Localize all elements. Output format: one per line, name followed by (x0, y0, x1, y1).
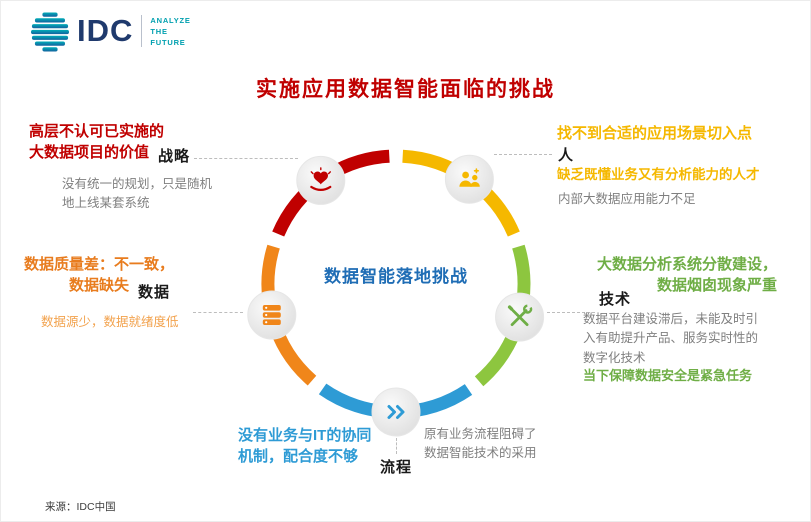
page-title: 实施应用数据智能面临的挑战 (256, 78, 555, 101)
database-icon (262, 305, 281, 325)
technology-note: 数据平台建设滞后，未能及时引 入有助提升产品、服务实时性的 数字化技术 (583, 312, 759, 365)
idc-logo: IDC ANALYZE THE FUTURE (29, 11, 191, 53)
people-label: 人 (558, 147, 575, 164)
people-network-icon (459, 168, 480, 187)
strategy-label: 战略 (158, 148, 191, 165)
technology-connector-line (547, 312, 595, 313)
data-sub: 数据源少，数据就绪度低 (41, 315, 179, 329)
people-sub: 缺乏既懂业务又有分析能力的人才 (557, 167, 760, 182)
process-connector-line (396, 438, 397, 454)
node-technology (495, 292, 545, 342)
process-label: 流程 (380, 459, 413, 476)
double-chevron-icon (387, 405, 405, 419)
globe-icon (31, 12, 69, 52)
technology-headline: 大数据分析系统分散建设， 数据烟囱现象严重 (596, 256, 777, 295)
node-data (247, 290, 297, 340)
people-note: 内部大数据应用能力不足 (558, 192, 696, 206)
process-headline: 没有业务与IT的协同 机制，配合度不够 (238, 427, 372, 466)
logo-tagline: ANALYZE THE FUTURE (150, 16, 191, 47)
center-label: 数据智能落地挑战 (324, 267, 468, 286)
technology-sub: 当下保障数据安全是紧急任务 (583, 368, 753, 383)
strategy-connector-line (194, 158, 298, 159)
idc-wordmark: IDC (77, 13, 134, 48)
node-strategy (296, 155, 346, 205)
challenge-ring (247, 149, 545, 437)
data-connector-line (193, 312, 243, 313)
node-process (371, 387, 421, 437)
hand-heart-icon (310, 167, 332, 191)
people-connector-line (494, 154, 552, 155)
node-people (444, 154, 494, 204)
technology-label: 技术 (599, 291, 632, 308)
people-headline: 找不到合适的应用场景切入点 (557, 125, 753, 142)
logo-divider (141, 15, 143, 47)
strategy-note: 没有统一的规划，只是随机 地上线某套系统 (62, 177, 213, 211)
tools-icon (507, 304, 533, 327)
data-headline: 数据质量差：不一致， 数据缺失 (23, 256, 174, 295)
source-note: 来源：IDC中国 (45, 501, 116, 513)
process-note: 原有业务流程阻碍了 数据智能技术的采用 (424, 427, 537, 461)
data-label: 数据 (138, 284, 171, 301)
strategy-headline: 高层不认可已实施的 大数据项目的价值 (29, 123, 165, 162)
